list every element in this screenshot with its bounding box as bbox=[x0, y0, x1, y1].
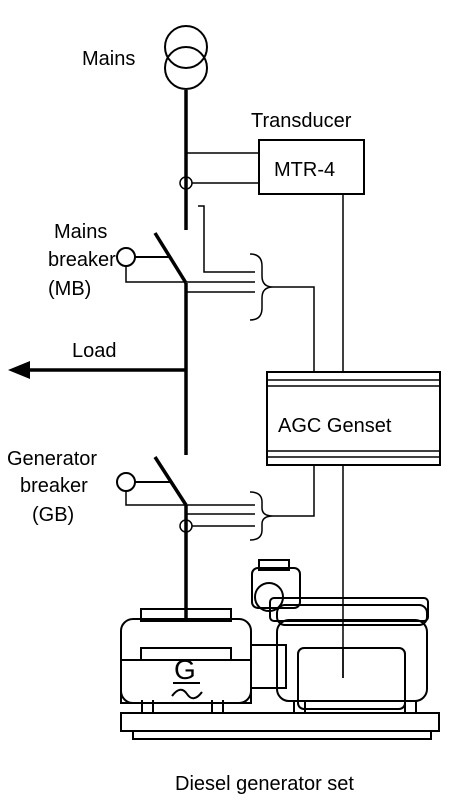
mains-breaker-label-2: breaker bbox=[48, 249, 116, 271]
mains-label: Mains bbox=[82, 48, 135, 70]
mains-breaker-actuator bbox=[116, 247, 136, 267]
mains-breaker-label-1: Mains bbox=[54, 221, 107, 243]
agc-genset-controller bbox=[266, 371, 441, 466]
generator-breaker-label-2: breaker bbox=[20, 475, 88, 497]
mtr-box bbox=[258, 139, 365, 195]
generator-breaker-label-1: Generator bbox=[7, 448, 97, 470]
generator-breaker-label-3: (GB) bbox=[32, 504, 74, 526]
mtr-label: MTR-4 bbox=[274, 159, 335, 181]
mains-breaker-blade bbox=[153, 232, 188, 284]
generator-breaker-actuator bbox=[116, 472, 136, 492]
load-label: Load bbox=[72, 340, 117, 362]
mb-bracket bbox=[249, 253, 274, 321]
generator-breaker-blade bbox=[153, 456, 188, 506]
mb-signal-1 bbox=[198, 205, 255, 273]
diesel-generator-set-caption: Diesel generator set bbox=[175, 773, 354, 795]
gb-bracket-to-agc bbox=[273, 465, 315, 517]
diesel-generator-set-drawing bbox=[120, 559, 440, 740]
ac-wave-icon bbox=[171, 688, 203, 700]
transformer-symbol bbox=[164, 25, 208, 90]
agc-genset-label: AGC Genset bbox=[278, 415, 392, 437]
mains-breaker-feedback-line bbox=[125, 266, 186, 283]
load-arrow-icon bbox=[8, 361, 30, 379]
transducer-label: Transducer bbox=[251, 110, 352, 132]
mb-bracket-to-agc bbox=[273, 286, 315, 372]
generator-symbol-letter: G bbox=[174, 654, 196, 685]
mains-breaker-label-3: (MB) bbox=[48, 278, 91, 300]
gb-bracket bbox=[249, 491, 274, 541]
generator-breaker-feedback-line bbox=[125, 491, 186, 506]
